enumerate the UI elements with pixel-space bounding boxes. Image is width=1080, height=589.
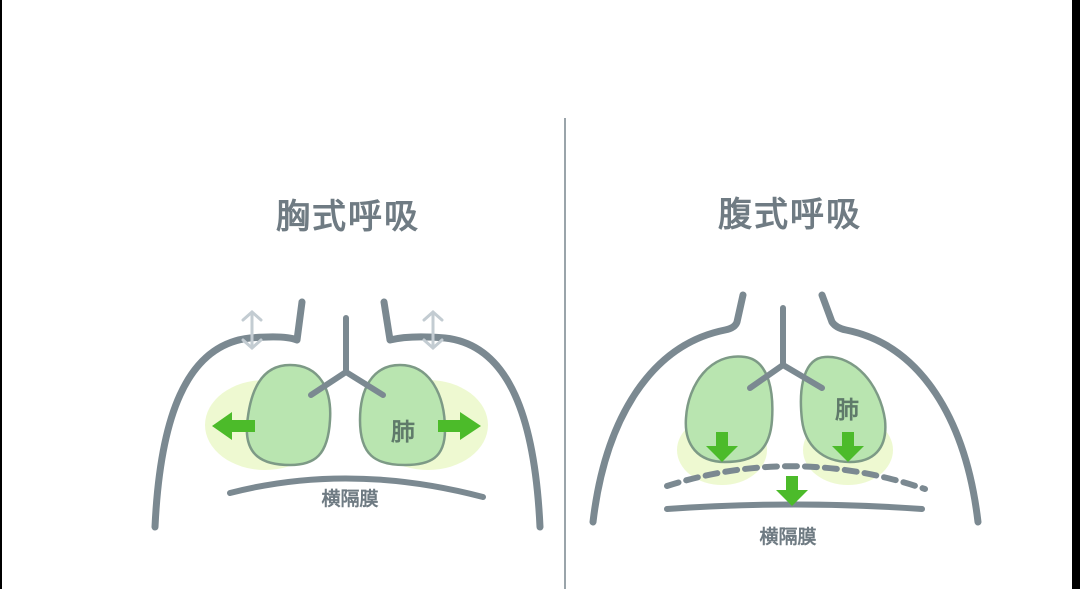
trachea [747, 305, 825, 391]
diaphragm-label: 横隔膜 [759, 525, 816, 548]
torso-left-outline [151, 298, 306, 531]
torso-left-outline [589, 291, 747, 526]
right-edge-border [1072, 0, 1080, 589]
abdominal-breathing-title: 腹式呼吸 [718, 195, 862, 235]
left-lung [684, 355, 774, 464]
arrow-down-icon [832, 432, 864, 462]
diaphragm-label: 横隔膜 [321, 487, 378, 510]
torso-right-outline [380, 298, 544, 531]
right-lung [358, 363, 447, 467]
updown-arrow-icon [241, 309, 263, 351]
lung-label: 肺 [835, 396, 859, 424]
chest-breathing-panel: 胸式呼吸 肺 横隔膜 [151, 197, 544, 531]
left-lung [245, 363, 332, 467]
lung-label: 肺 [391, 418, 415, 446]
abdominal-breathing-panel: 腹式呼吸 肺 横隔膜 [589, 195, 982, 548]
updown-arrow-icon [422, 309, 444, 351]
arrow-down-icon [706, 432, 738, 462]
trachea [308, 315, 386, 398]
arrow-left-icon [212, 412, 255, 440]
right-lung [799, 355, 887, 464]
diaphragm-lowered [664, 501, 925, 512]
chest-breathing-title: 胸式呼吸 [276, 197, 420, 237]
arrow-down-icon [776, 476, 808, 506]
left-edge-border [0, 0, 2, 589]
diaphragm [227, 475, 486, 500]
torso-right-outline [818, 291, 982, 526]
diaphragm-dashed-original [664, 463, 928, 492]
arrow-right-icon [438, 412, 481, 440]
